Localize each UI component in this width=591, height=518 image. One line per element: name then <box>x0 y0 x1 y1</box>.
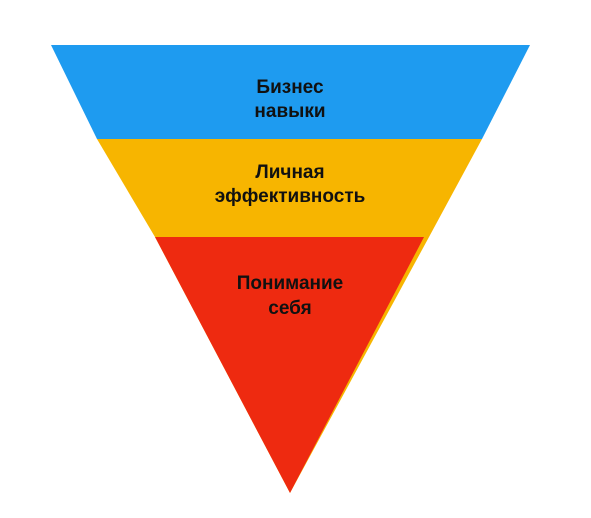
layer-personal-effectiveness-label-line2: эффективность <box>215 186 366 207</box>
layer-business-skills <box>51 45 530 139</box>
layer-self-understanding-label-line2: себя <box>268 298 311 319</box>
layer-personal-effectiveness <box>97 139 482 237</box>
layer-self-understanding-label-line1: Понимание <box>237 273 344 294</box>
layer-business-skills-label-line1: Бизнес <box>256 77 324 98</box>
layer-self-understanding <box>155 237 424 493</box>
layer-business-skills-label-line2: навыки <box>254 101 325 122</box>
layer-personal-effectiveness-label-line1: Личная <box>255 162 324 183</box>
